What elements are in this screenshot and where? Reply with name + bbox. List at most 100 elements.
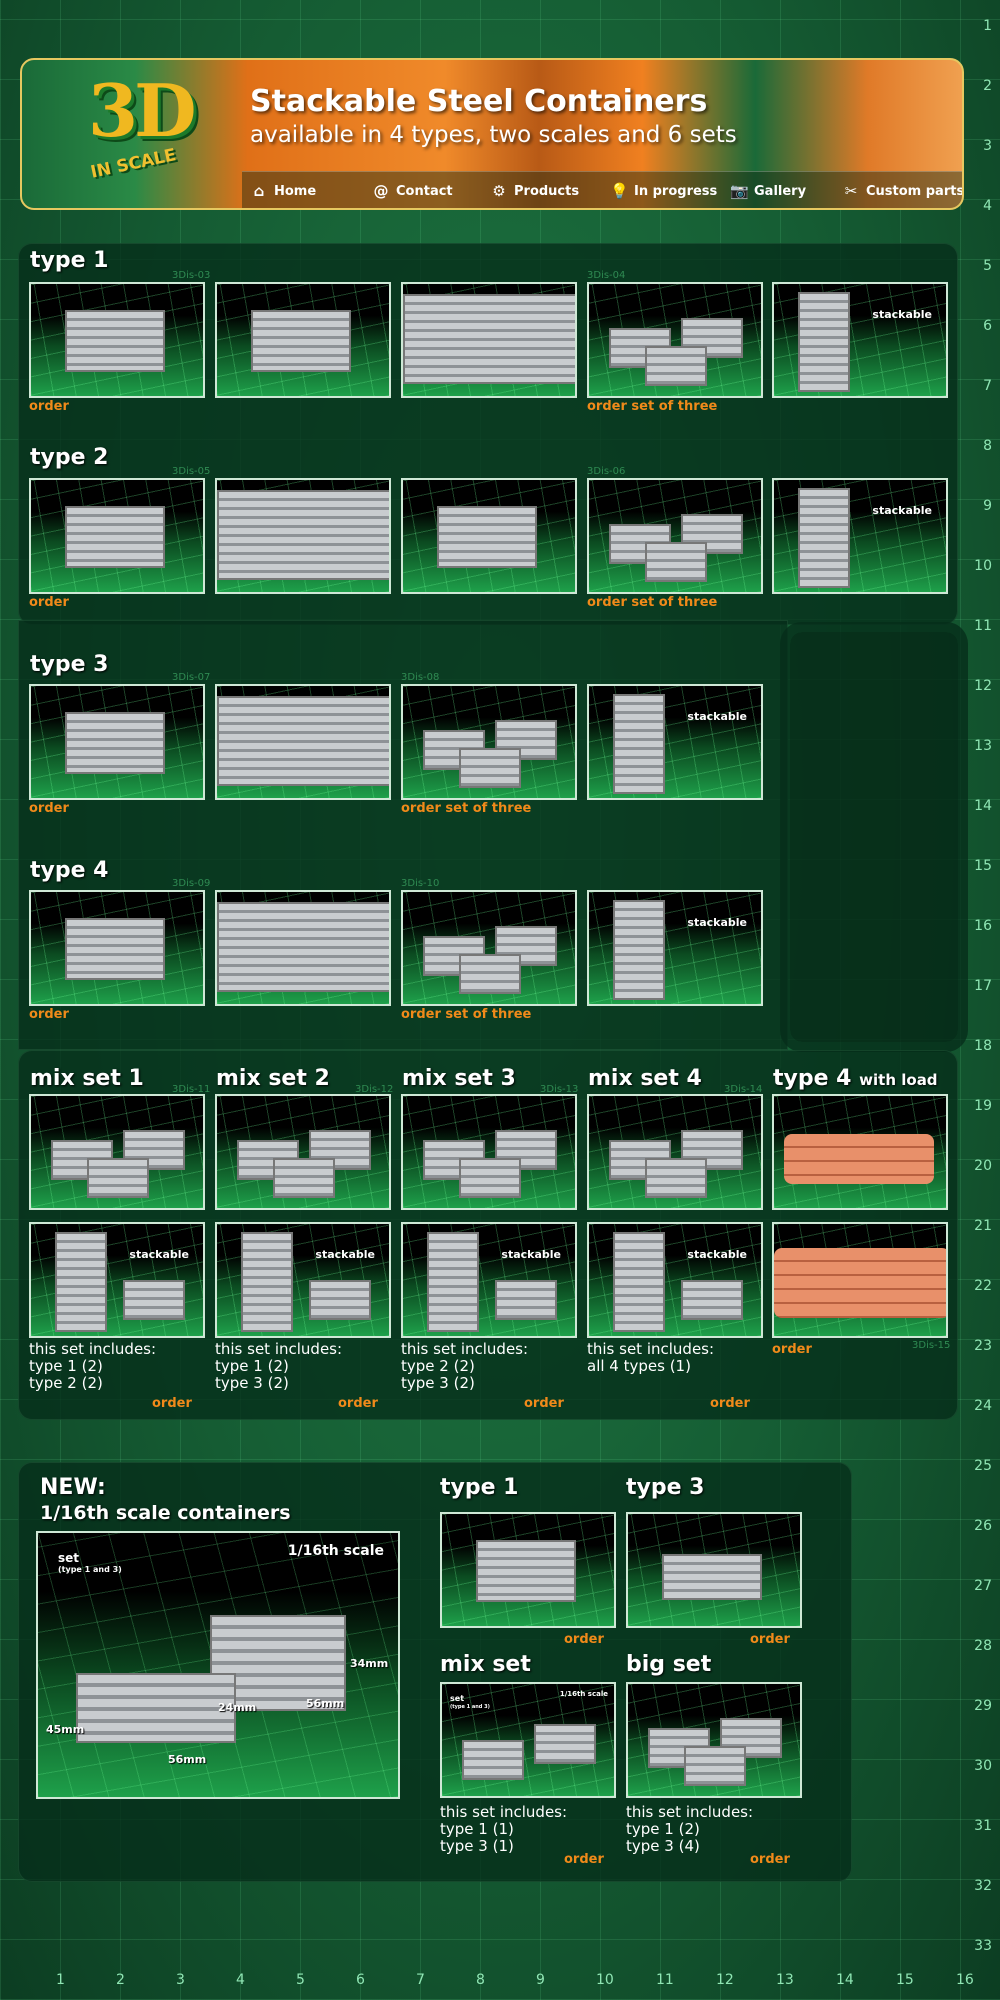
new-bigset-image[interactable] [626,1682,802,1798]
mixset2-image[interactable] [215,1094,391,1210]
type3-image-set[interactable] [401,684,577,800]
type2-order-link[interactable]: order [29,595,69,610]
ruler-bottom-label: 13 [776,1972,794,1988]
new-type3-image[interactable] [626,1512,802,1628]
new-bigset-order-link[interactable]: order [750,1852,790,1867]
type3-title: type 3 [30,652,109,677]
ruler-bottom-label: 1 [56,1972,65,1988]
mixset3-stackable-label: stackable [501,1248,561,1261]
type4-load-title-small: with load [859,1071,938,1089]
nav-in-progress[interactable]: 💡 In progress [610,182,717,200]
ruler-bottom-label: 6 [356,1972,365,1988]
new-mixset-includes-line-1: this set includes: [440,1803,568,1821]
mixset1-order-link[interactable]: order [152,1396,192,1411]
type4-image-stack[interactable]: stackable [587,890,763,1006]
type2-image-set[interactable] [587,478,763,594]
nav-gallery[interactable]: 📷 Gallery [730,182,806,200]
mixset4-includes-line-1: this set includes: [587,1340,715,1358]
type3-image-stack[interactable]: stackable [587,684,763,800]
type1-order-set-link[interactable]: order set of three [587,399,718,414]
ruler-bottom-label: 16 [956,1972,974,1988]
mixset1-image[interactable] [29,1094,205,1210]
type4-stackable-label: stackable [687,916,747,929]
mixset4-stack-image[interactable]: stackable [587,1222,763,1338]
type2-code-a: 3Dis-05 [172,466,211,477]
type4-code-a: 3Dis-09 [172,878,211,889]
ruler-bottom-label: 8 [476,1972,485,1988]
mixset4-order-link[interactable]: order [710,1396,750,1411]
type2-image-1[interactable] [29,478,205,594]
ruler-right-label: 19 [974,1098,992,1114]
mixset1-includes-line-1: this set includes: [29,1340,157,1358]
type3-order-link[interactable]: order [29,801,69,816]
type1-code-b: 3Dis-04 [587,270,626,281]
ruler-right-label: 14 [974,798,992,814]
type1-image-1[interactable] [29,282,205,398]
type4-load-image-1[interactable] [772,1094,948,1210]
type4-load-code: 3Dis-15 [912,1340,951,1351]
type4-order-link[interactable]: order [29,1007,69,1022]
type2-order-set-link[interactable]: order set of three [587,595,718,610]
mixset2-stack-image[interactable]: stackable [215,1222,391,1338]
nav-products[interactable]: ⚙ Products [490,182,579,200]
type2-stackable-label: stackable [872,504,932,517]
mixset1-stackable-label: stackable [129,1248,189,1261]
nav-custom-parts-label: Custom parts [866,183,964,199]
type3-image-2[interactable] [215,684,391,800]
mixset4-stackable-label: stackable [687,1248,747,1261]
nav-custom-parts[interactable]: ✂ Custom parts [842,182,964,200]
nav-contact[interactable]: @ Contact [372,182,453,200]
ruler-right-label: 21 [974,1218,992,1234]
page-title: Stackable Steel Containers [250,84,708,119]
new-bigset-title: big set [626,1652,712,1677]
new-type1-image[interactable] [440,1512,616,1628]
type3-order-set-link[interactable]: order set of three [401,801,532,816]
new-set-image[interactable]: 1/16th scale set (type 1 and 3) 34mm 24m… [36,1531,400,1799]
mixset3-stack-image[interactable]: stackable [401,1222,577,1338]
ruler-bottom-label: 4 [236,1972,245,1988]
ruler-right-label: 29 [974,1698,992,1714]
type4-load-order-link[interactable]: order [772,1342,812,1357]
mixset4-image[interactable] [587,1094,763,1210]
new-mixset-order-link[interactable]: order [564,1852,604,1867]
ruler-right-label: 15 [974,858,992,874]
mixset2-stackable-label: stackable [315,1248,375,1261]
new-mixset-scale-label: 1/16th scale [559,1690,608,1698]
type1-stackable-label: stackable [872,308,932,321]
type4-image-2[interactable] [215,890,391,1006]
mixset3-order-link[interactable]: order [524,1396,564,1411]
ruler-right-label: 2 [983,78,992,94]
ruler-right-label: 3 [983,138,992,154]
nav-bar [242,171,962,208]
new-type3-order-link[interactable]: order [750,1632,790,1647]
type3-code-a: 3Dis-07 [172,672,211,683]
mixset1-title: mix set 1 [30,1066,144,1091]
type4-image-set[interactable] [401,890,577,1006]
type1-image-3[interactable] [401,282,577,398]
type2-image-2[interactable] [215,478,391,594]
new-type1-order-link[interactable]: order [564,1632,604,1647]
type4-load-image-2[interactable] [772,1222,948,1338]
new-mixset-title: mix set [440,1652,531,1677]
type2-image-stack[interactable]: stackable [772,478,948,594]
ruler-right-label: 17 [974,978,992,994]
type4-image-1[interactable] [29,890,205,1006]
mixset2-order-link[interactable]: order [338,1396,378,1411]
new-type3-title: type 3 [626,1475,705,1500]
type1-image-set[interactable] [587,282,763,398]
logo[interactable]: 3D IN SCALE [80,68,197,186]
type1-order-link[interactable]: order [29,399,69,414]
mixset3-image[interactable] [401,1094,577,1210]
type4-order-set-link[interactable]: order set of three [401,1007,532,1022]
ruler-right-label: 12 [974,678,992,694]
nav-home[interactable]: ⌂ Home [250,182,317,200]
type1-image-2[interactable] [215,282,391,398]
type4-code-b: 3Dis-10 [401,878,440,889]
type2-image-3[interactable] [401,478,577,594]
type1-image-stack[interactable]: stackable [772,282,948,398]
mixset1-includes: this set includes: type 1 (2) type 2 (2) [29,1341,156,1392]
new-mixset-image[interactable]: set (type 1 and 3) 1/16th scale [440,1682,616,1798]
type3-image-1[interactable] [29,684,205,800]
mixset1-stack-image[interactable]: stackable [29,1222,205,1338]
